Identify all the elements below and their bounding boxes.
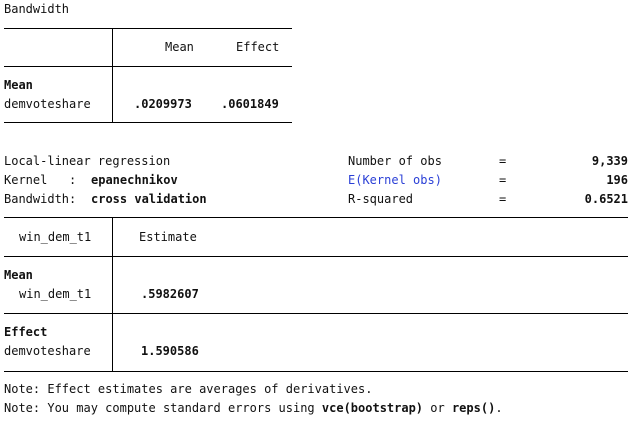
bandwidth-row-label: demvoteshare [4,97,91,111]
estimate-top-rule [4,217,628,218]
bandwidth-top-rule [4,28,292,29]
note-derivatives: Note: Effect estimates are averages of d… [4,382,373,396]
bandwidth-col-mean: Mean [165,40,194,54]
note-standard-errors: Note: You may compute standard errors us… [4,399,503,418]
kernel-obs-link[interactable]: E(Kernel obs) [348,173,442,187]
bandwidth-column-divider [112,28,113,123]
dep-var-header: win_dem_t1 [19,230,92,244]
effect-row-value: 1.590586 [141,344,199,358]
estimate-header-rule [4,256,628,257]
estimate-column-divider [112,217,113,372]
nobs-label: Number of obs [348,154,442,168]
bandwidth-header-rule [4,66,292,67]
mean-row-label: win_dem_t1 [19,287,92,301]
reps-command: reps() [451,401,496,415]
bandwidth-section-mean: Mean [4,78,33,92]
bandwidth-label: Bandwidth: [4,192,77,206]
nobs-value: 9,339 [591,154,628,168]
kernel-label: Kernel : [4,173,77,187]
bandwidth-row-effect: .0601849 [221,97,279,111]
note-mid: or [423,401,452,415]
r2-equals: = [499,192,507,206]
bandwidth-title: Bandwidth [4,2,70,16]
note-prefix: Note: You may compute standard errors us… [4,401,322,415]
bandwidth-bottom-rule [4,122,292,123]
mean-row-value: .5982607 [141,287,199,301]
estimate-bottom-rule [4,371,628,372]
kernel-obs-value: 196 [606,173,628,187]
kernel-obs-equals: = [499,173,507,187]
nobs-equals: = [499,154,507,168]
effect-row-label: demvoteshare [4,344,91,358]
r2-value: 0.6521 [584,192,628,206]
kernel-value: epanechnikov [91,173,178,187]
vce-bootstrap-command: vce(bootstrap) [321,401,424,415]
estimate-mid-rule [4,313,628,314]
method-label: Local-linear regression [4,154,171,168]
note-suffix: . [495,401,503,415]
bandwidth-col-effect: Effect [236,40,280,54]
bandwidth-value: cross validation [91,192,207,206]
r2-label: R-squared [348,192,414,206]
bandwidth-row-mean: .0209973 [134,97,192,111]
effect-section: Effect [4,325,48,339]
mean-section: Mean [4,268,33,282]
estimate-col-header: Estimate [139,230,197,244]
